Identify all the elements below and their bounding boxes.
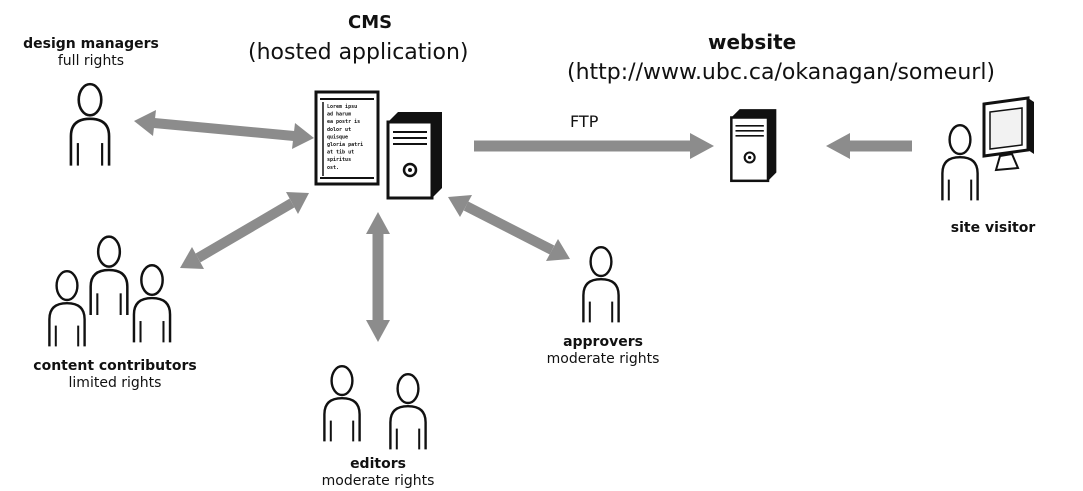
person-icon [132, 263, 172, 344]
arrow-ftp [474, 133, 714, 159]
approvers-name: approvers [563, 334, 643, 350]
server-icon [386, 110, 444, 200]
document-text-line: ost. [327, 165, 339, 171]
approvers-rights: moderate rights [546, 350, 660, 367]
server-icon [729, 107, 778, 183]
arrow-cms-design-managers [134, 110, 314, 149]
design-managers-name: design managers [23, 36, 159, 52]
cms-title: CMS [348, 12, 393, 33]
person-icon [48, 269, 86, 348]
person-icon [389, 372, 427, 451]
monitor-icon [982, 96, 1034, 172]
content-contributors-rights: limited rights [68, 374, 162, 391]
website-url: (http://www.ubc.ca/okanagan/someurl) [567, 60, 996, 85]
design-managers-label: design managers full rights [8, 36, 174, 70]
document-text-line: Lorem ipsu [327, 104, 357, 110]
document-text-line: ad harum [327, 112, 351, 118]
person-icon [89, 235, 129, 317]
cms-subtitle: (hosted application) [248, 40, 469, 65]
document-text-line: dolor ut [327, 127, 351, 133]
website-title: website [708, 30, 797, 54]
approvers-label: approvers moderate rights [528, 334, 678, 368]
ftp-label: FTP [570, 112, 599, 131]
arrow-cms-approvers [448, 195, 570, 261]
content-contributors-name: content contributors [33, 358, 197, 374]
editors-name: editors [350, 456, 406, 472]
editors-label: editors moderate rights [298, 456, 458, 490]
design-managers-rights: full rights [57, 52, 125, 69]
document-text-line: at tib ut [327, 150, 354, 156]
person-icon [582, 245, 620, 324]
person-icon [69, 82, 111, 167]
editors-rights: moderate rights [321, 472, 435, 489]
content-contributors-label: content contributors limited rights [8, 358, 222, 392]
arrow-cms-editors [366, 212, 390, 342]
arrow-site-visitor [826, 133, 912, 159]
arrow-cms-content-contributors [180, 192, 309, 269]
document-text-line: quisque [327, 134, 348, 140]
site-visitor-label: site visitor [950, 220, 1036, 236]
person-icon [323, 364, 361, 443]
document-text-line: spiritus [327, 157, 351, 163]
document-text-line: ea postr is [327, 119, 360, 125]
document-text-line: gloria patri [327, 142, 363, 148]
person-icon [941, 123, 979, 202]
